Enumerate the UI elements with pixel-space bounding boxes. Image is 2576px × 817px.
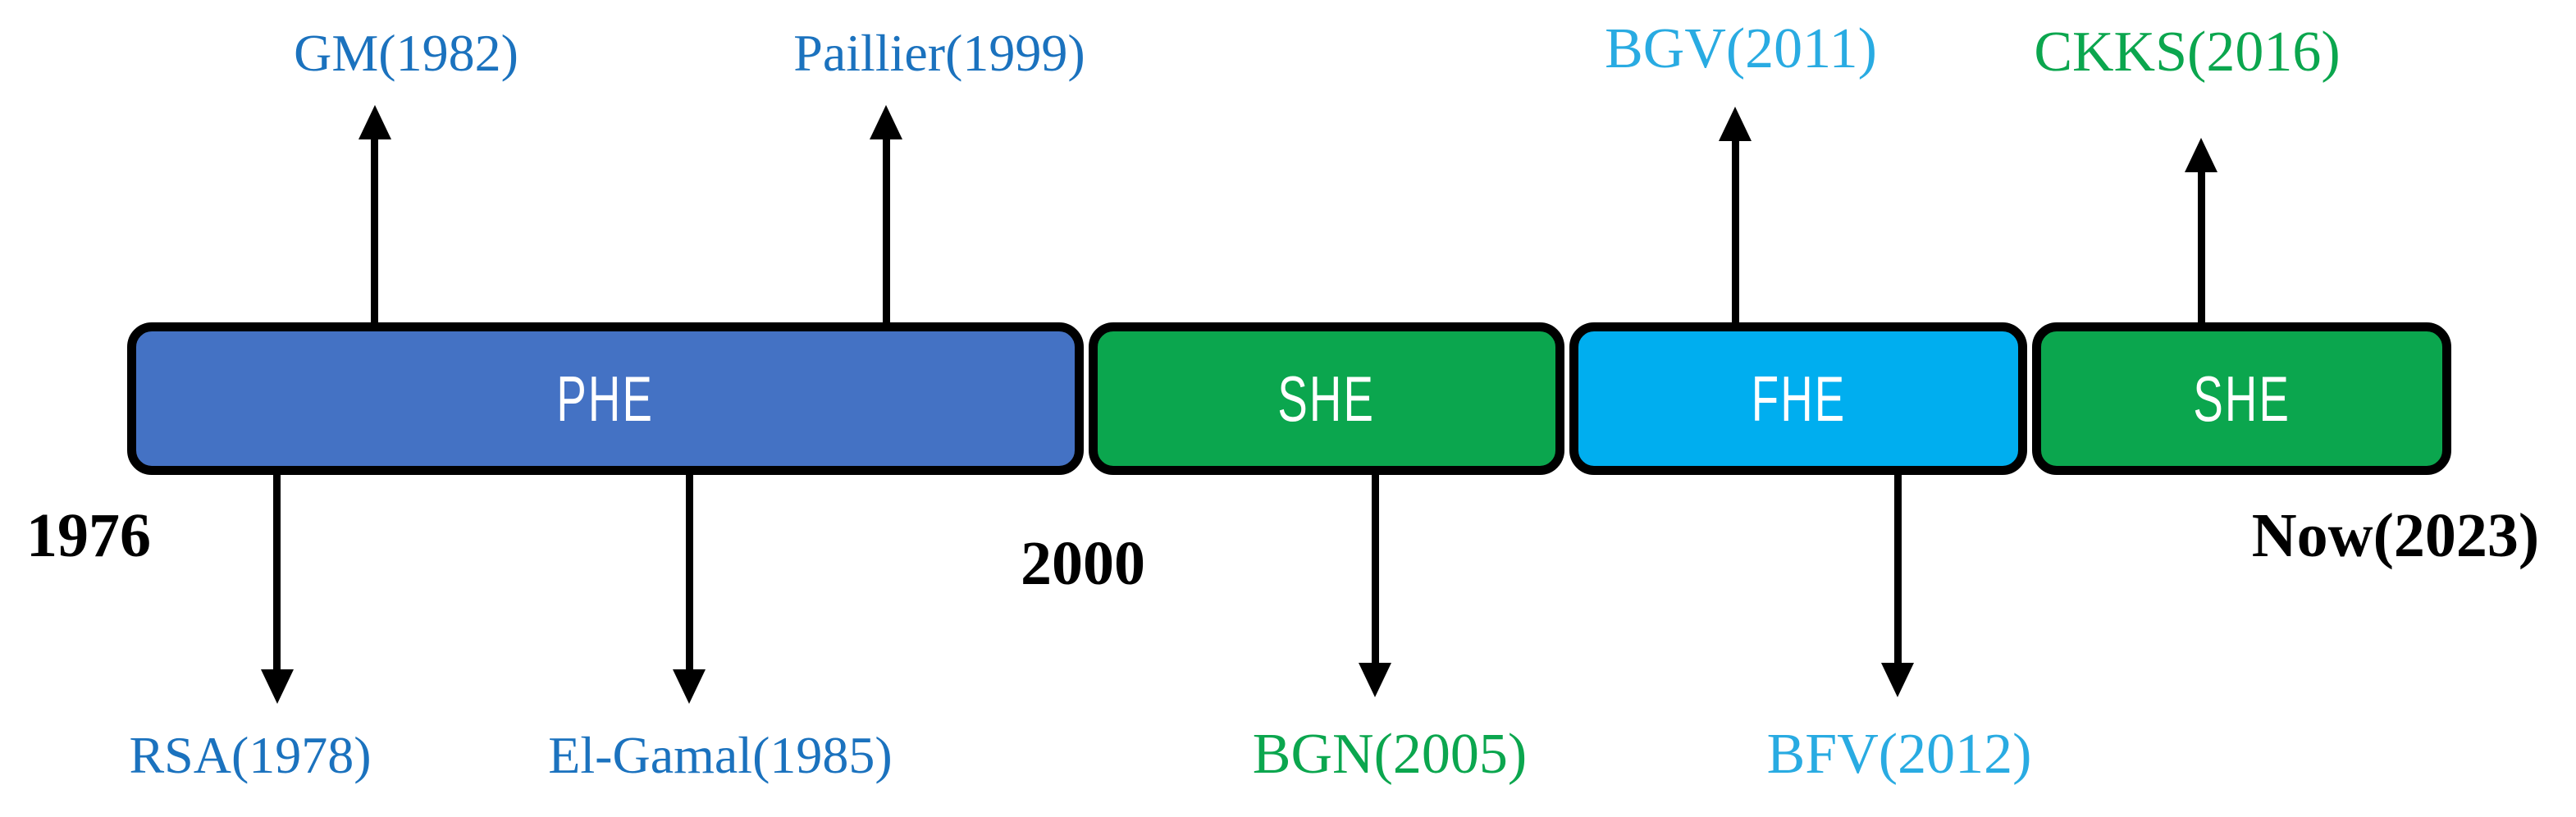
milestone-label-paillier: Paillier(1999) (793, 24, 1085, 82)
milestone-label-elgamal: El-Gamal(1985) (548, 726, 893, 784)
arrow-down-bfv-shaft (1894, 474, 1902, 664)
arrow-down-bfv-icon (1881, 663, 1914, 697)
milestone-label-rsa: RSA(1978) (129, 726, 372, 784)
segment-fhe: FHE (1569, 322, 2027, 475)
segment-phe-label: PHE (556, 362, 655, 435)
milestone-label-bfv: BFV(2012) (1766, 723, 2032, 786)
arrow-up-gm-icon (359, 105, 391, 139)
arrow-down-bgn-shaft (1372, 474, 1379, 664)
arrow-down-rsa-icon (261, 669, 294, 704)
arrow-up-paillier-icon (870, 105, 902, 139)
axis-label-mid: 2000 (1021, 529, 1145, 598)
segment-she-1-label: SHE (1277, 362, 1376, 435)
arrow-up-paillier-shaft (883, 138, 890, 322)
segment-phe: PHE (127, 322, 1084, 475)
arrow-down-elgamal-shaft (686, 474, 693, 671)
arrow-up-gm-shaft (371, 138, 378, 322)
milestone-label-bgv: BGV(2011) (1605, 17, 1877, 80)
axis-label-end: Now(2023) (2251, 501, 2540, 570)
arrow-up-ckks-shaft (2198, 171, 2205, 322)
segment-she-2: SHE (2032, 322, 2451, 475)
arrow-down-rsa-shaft (273, 474, 281, 671)
axis-label-start: 1976 (26, 501, 151, 570)
segment-she-1: SHE (1089, 322, 1564, 475)
arrow-down-bgn-icon (1359, 663, 1391, 697)
arrow-up-bgv-shaft (1732, 139, 1739, 322)
arrow-up-ckks-icon (2185, 138, 2217, 172)
milestone-label-ckks: CKKS(2016) (2034, 21, 2341, 84)
arrow-up-bgv-icon (1719, 107, 1752, 141)
milestone-label-gm: GM(1982) (294, 24, 518, 82)
arrow-down-elgamal-icon (673, 669, 706, 704)
milestone-label-bgn: BGN(2005) (1252, 723, 1528, 786)
segment-she-2-label: SHE (2193, 362, 2291, 435)
segment-fhe-label: FHE (1751, 362, 1846, 435)
